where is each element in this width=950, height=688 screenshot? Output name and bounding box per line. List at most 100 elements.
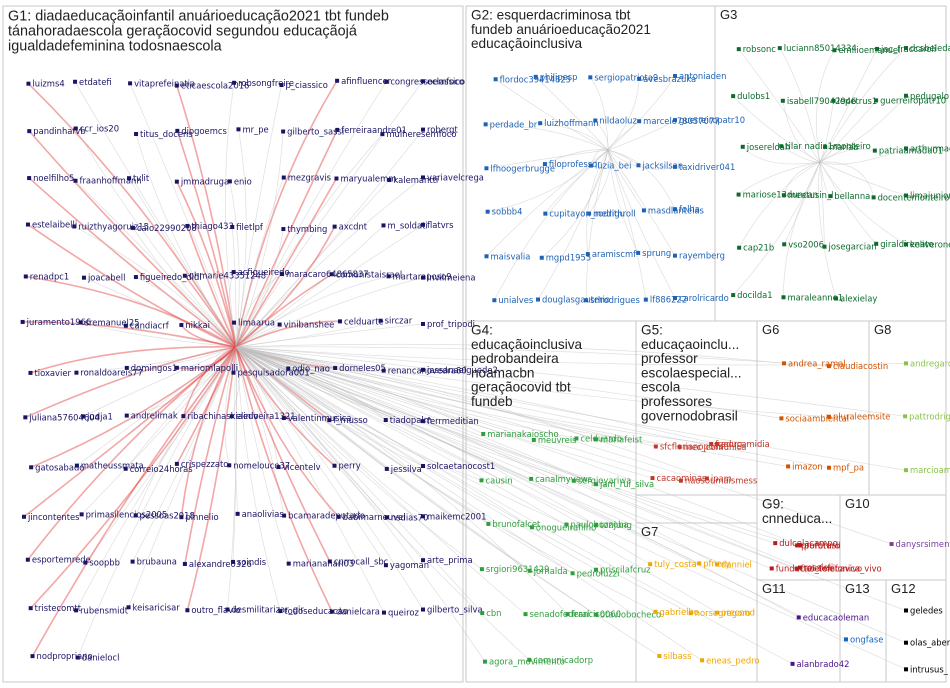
node-label-senadofederal[interactable]: senadofederal — [530, 609, 590, 619]
node-label-danielcara[interactable]: danielcara — [336, 607, 380, 617]
node-label-nomelouco37[interactable]: nomelouco37 — [233, 460, 290, 470]
node-label-desmilitarizar-gir[interactable]: desmilitarizar_gir — [231, 604, 304, 614]
node-label-nikkai[interactable]: nikkai — [185, 320, 210, 330]
node-label-pedugalo[interactable]: pedugalo — [910, 91, 949, 101]
node-label-noelfilho5[interactable]: noelfilho5 — [33, 173, 74, 183]
node-label-geledes[interactable]: geledes — [910, 605, 943, 615]
node-label-pesquisadora001[interactable]: pesquisadora001 — [237, 368, 309, 378]
node-label-marcioambiente[interactable]: marcioambiente — [910, 465, 950, 475]
node-label-vinibanshee[interactable]: vinibanshee — [284, 320, 335, 330]
node-label-dulobs1[interactable]: dulobs1 — [737, 91, 770, 101]
node-label-cbn[interactable]: cbn — [486, 608, 501, 618]
node-label-claudiacostin[interactable]: claudiacostin — [833, 361, 888, 371]
node-label-alexandre0326[interactable]: alexandre0326 — [189, 559, 252, 569]
node-label-meuvreis[interactable]: meuvreis — [538, 435, 577, 445]
node-label-porbrasil[interactable]: porbrasil — [804, 540, 841, 550]
node-label-cacaominas[interactable]: cacaominas — [657, 473, 707, 483]
node-label-celduardo[interactable]: celduardo — [580, 433, 622, 443]
node-label-babimarneuvei[interactable]: babimarneuvei — [343, 512, 406, 522]
node-label-congressoemfoco[interactable]: congressoemfoco — [390, 77, 464, 87]
node-label-aramiscmf[interactable]: aramiscmf — [592, 249, 637, 259]
node-label-jac-fraccaroli[interactable]: jac_fraccaroli — [880, 44, 936, 54]
node-label-mariananari03[interactable]: mariananari03 — [293, 559, 355, 569]
node-label-sirczar[interactable]: sirczar — [385, 316, 413, 326]
node-label-lf886222[interactable]: lf886222 — [650, 295, 687, 305]
node-label-pattrodrigudosjt1[interactable]: pattrodrigudosjt1 — [909, 411, 950, 421]
node-label-sergioyariwa[interactable]: sergioyariwa — [578, 476, 631, 486]
node-label-guerreiropatr10[interactable]: guerreiropatr10 — [679, 115, 745, 125]
node-label-renancanovedra80[interactable]: renancanovedra80 — [388, 366, 467, 376]
node-label-todoseducacao[interactable]: todoseducacao — [284, 606, 348, 616]
node-label-imazon[interactable]: imazon — [792, 461, 822, 471]
node-label-jassanaelguede2[interactable]: jassanaelguede2 — [426, 365, 498, 375]
node-label-caio22990208[interactable]: caio22990208 — [137, 223, 197, 233]
node-label-fgeorg[interactable]: fgeorg — [715, 439, 742, 449]
node-label-jincontentes[interactable]: jincontentes — [27, 512, 80, 522]
node-label-tioxavier[interactable]: tioxavier — [34, 368, 71, 378]
node-label-gatosabado[interactable]: gatosabado — [35, 462, 84, 472]
node-label-maracaro64865837[interactable]: maracaro64865837 — [286, 269, 369, 279]
node-label-philipesp[interactable]: philipesp — [540, 72, 578, 82]
node-label-robsongfreire[interactable]: robsongfreire — [238, 78, 294, 88]
node-label-eticaescola2016[interactable]: eticaescola2016 — [181, 81, 250, 91]
node-label-canalmyvews[interactable]: canalmyvews — [535, 474, 592, 484]
node-label-pedroluzzi[interactable]: pedroluzzi — [577, 568, 620, 578]
node-label-ferrmeditian[interactable]: ferrmeditian — [427, 416, 479, 426]
node-label-odio-nao[interactable]: odio_nao — [292, 364, 330, 374]
node-label-flordoc39414825[interactable]: flordoc39414825 — [500, 74, 571, 84]
node-label-thymbing[interactable]: thymbing — [287, 224, 327, 234]
node-label-carolricardo[interactable]: carolricardo — [679, 293, 729, 303]
node-label-maisvalia[interactable]: maisvalia — [491, 251, 531, 261]
node-label-crispezzato[interactable]: crispezzato — [181, 459, 229, 469]
node-label-limajunior-br63[interactable]: limajunior_br63 — [910, 191, 950, 201]
node-label-fundacao-telefonica-vivo[interactable]: fundacao_telefonica_vivo — [776, 563, 882, 573]
node-label-danysrsimento[interactable]: danysrsimento — [896, 539, 950, 549]
node-label-perdade-br[interactable]: perdade_br — [490, 119, 538, 129]
node-label-danielocl[interactable]: danielocl — [82, 653, 120, 663]
node-label-ronaldoareis77[interactable]: ronaldoareis77 — [80, 368, 142, 378]
node-label-celduarte[interactable]: celduarte — [344, 316, 384, 326]
node-label-eliniveira1321[interactable]: eliniveira1321 — [236, 411, 296, 421]
node-label-andrea-ramal[interactable]: andrea_ramal — [788, 358, 846, 368]
node-label-silbass[interactable]: silbass — [663, 651, 691, 661]
node-label-dcsbeledaniele[interactable]: dcsbeledaniele — [910, 43, 950, 53]
node-label-arte-prima[interactable]: arte_prima — [427, 555, 473, 565]
node-label-folha[interactable]: folha — [679, 204, 700, 214]
node-label-mec-comunica[interactable]: mec_comunica — [684, 442, 747, 452]
node-label-ipam[interactable]: ipam — [711, 473, 732, 483]
node-label-pandinhafvb[interactable]: pandinhafvb — [33, 126, 85, 136]
node-label-pinnelio[interactable]: pinnelio — [185, 512, 218, 522]
node-label-danniel[interactable]: danniel — [721, 559, 752, 569]
node-label-priscilafcruz[interactable]: priscilafcruz — [600, 565, 651, 575]
node-label-srgiori9631429[interactable]: srgiori9631429 — [486, 564, 550, 574]
node-label-mezgravis[interactable]: mezgravis — [288, 173, 331, 183]
node-label-sfcflorianopolis[interactable]: sfcflorianopolis — [660, 442, 723, 452]
node-label-juramento1966[interactable]: juramento1966 — [26, 317, 92, 327]
node-label-vicentelv[interactable]: vicentelv — [282, 462, 320, 472]
node-label-educamidia[interactable]: educamidia — [721, 439, 770, 449]
node-label-sergiopatriota9[interactable]: sergiopatriota9 — [594, 72, 658, 82]
node-label-ccr-ios20[interactable]: ccr_ios20 — [80, 124, 119, 134]
node-label-agora-movimento[interactable]: agora_movimento — [489, 657, 565, 667]
node-label-patriaamada01[interactable]: patriaamada01 — [879, 146, 943, 156]
node-label-comunistaisrael[interactable]: comunistaisrael — [336, 269, 402, 279]
node-label-taxidriver041[interactable]: taxidriver041 — [679, 162, 735, 172]
node-label-luizhoffmann[interactable]: luizhoffmann — [544, 118, 598, 128]
node-label-maikemc2001[interactable]: maikemc2001 — [427, 511, 486, 521]
node-label-soindis[interactable]: soindis — [237, 557, 266, 567]
node-label-invilmeiena[interactable]: invilmeiena — [427, 273, 475, 283]
node-label-srlrodrigues[interactable]: srlrodrigues — [590, 295, 640, 305]
node-label-titus-docens[interactable]: titus_docens — [140, 129, 193, 139]
node-label-variavelcrega[interactable]: variavelcrega — [427, 172, 484, 182]
node-label-brunofalcet[interactable]: brunofalcet — [492, 519, 541, 529]
node-label-educacaoleman[interactable]: educacaoleman — [803, 612, 869, 622]
node-label-antoniaden[interactable]: antoniaden — [679, 71, 726, 81]
node-label-andrelimak[interactable]: andrelimak — [131, 411, 178, 421]
node-label-gabrielbo[interactable]: gabrielbo — [659, 607, 698, 617]
node-label-luizms4[interactable]: luizms4 — [32, 79, 64, 89]
node-label-soopbb[interactable]: soopbb — [89, 558, 120, 568]
node-label-tilar-nadia1monteiro[interactable]: tilar nadia1monteiro — [785, 141, 870, 151]
node-label-mgpd1955[interactable]: mgpd1955 — [546, 253, 591, 263]
node-label-nodpropriano[interactable]: nodpropriano — [37, 651, 93, 661]
node-label-tuly-costa[interactable]: tuly_costa — [654, 559, 697, 569]
